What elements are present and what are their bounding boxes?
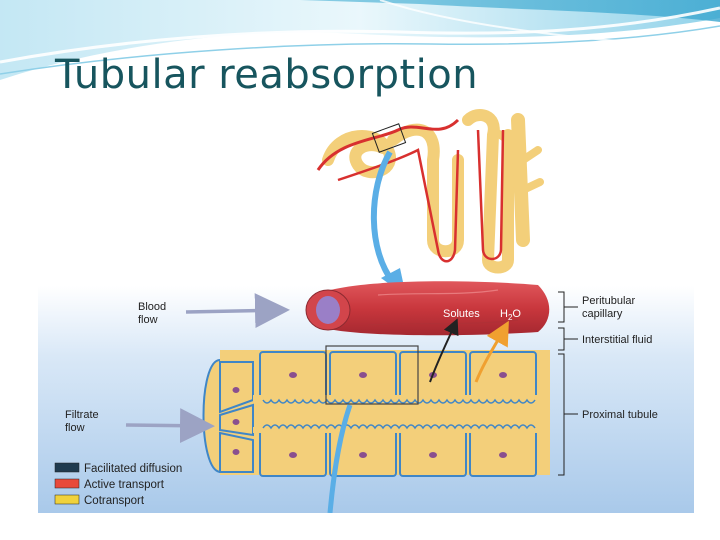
legend-swatch-active-transport [54,478,80,489]
proximal-tubule-label: Proximal tubule [582,409,658,421]
peritubular-capillary-label-line2: capillary [582,308,623,320]
brackets [558,291,578,476]
legend-label-active-transport: Active transport [84,479,165,491]
proximal-tubule [202,345,550,477]
zoom-arrow-bottom [327,404,353,513]
nephron-illustration [316,109,544,274]
solutes-arrow [429,318,459,383]
solutes-label: Solutes [443,308,480,320]
legend-label-cotransport: Cotransport [84,495,145,507]
filtrate-flow-label-line1: Filtrate [65,409,99,421]
slide-title: Tubular reabsorption [55,52,479,98]
blood-flow-label-line2: flow [138,314,158,326]
legend-label-facilitated-diffusion: Facilitated diffusion [84,463,182,475]
zoom-arrow-top [370,150,396,284]
legend: Facilitated diffusion Active transport C… [54,462,182,507]
filtrate-flow-arrow [125,408,215,444]
legend-swatch-facilitated-diffusion [54,462,80,473]
blood-flow-label-line1: Blood [138,301,166,313]
water-arrow [474,320,509,383]
peritubular-capillary-label-line1: Peritubular [582,295,636,307]
blood-flow-arrow [185,293,290,329]
filtrate-flow-label-line2: flow [65,422,85,434]
interstitial-fluid-label: Interstitial fluid [582,334,652,346]
tubular-reabsorption-diagram: Solutes H2O [38,100,694,513]
header-banner [0,0,720,80]
zoom-box [325,345,419,405]
water-label: H2O [500,308,521,322]
legend-swatch-cotransport [54,494,80,505]
